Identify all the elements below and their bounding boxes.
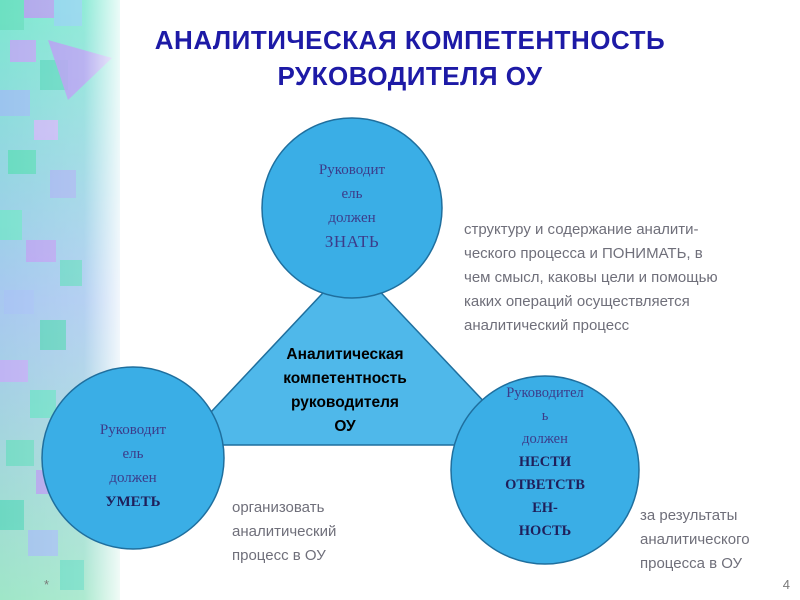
node-responsible-keyword: ОТВЕТСТВ (505, 477, 585, 493)
circle-know (261, 117, 443, 299)
note-know-line: чем смысл, каковы цели и помощью (464, 269, 718, 286)
node-can-line: должен (109, 470, 157, 486)
note-know-line: ческого процесса и ПОНИМАТЬ, в (464, 245, 703, 262)
note-can-line: организовать (232, 499, 325, 516)
node-responsible-label: Руководител ь должен НЕСТИ ОТВЕТСТВ ЕН- … (472, 382, 618, 543)
center-label-line: компетентность (283, 370, 407, 387)
node-know-keyword: ЗНАТЬ (324, 232, 380, 251)
node-responsible-line: Руководител (506, 385, 584, 401)
node-responsible-line: ь (541, 408, 549, 424)
circle-responsible (450, 375, 640, 565)
note-know-line: аналитический процесс (464, 317, 630, 334)
note-responsible: за результаты аналитического процесса в … (640, 504, 790, 576)
decorative-side-strip (0, 0, 120, 600)
note-responsible-line: процесса в ОУ (640, 555, 743, 572)
footer-marker: * (44, 577, 50, 592)
node-can-keyword: УМЕТЬ (105, 494, 161, 510)
page-number: 4 (782, 577, 790, 592)
note-responsible-line: аналитического (640, 531, 750, 548)
center-label-line: ОУ (334, 418, 356, 435)
note-can-line: аналитический (232, 523, 337, 540)
slide-title-line-1: АНАЛИТИЧЕСКАЯ КОМПЕТЕНТНОСТЬ (154, 25, 666, 55)
center-triangle (178, 260, 527, 446)
node-responsible-line: должен (522, 431, 568, 447)
center-label-line: Аналитическая (286, 346, 404, 363)
node-know-line: должен (328, 210, 376, 226)
node-know-line: ель (341, 186, 363, 202)
node-responsible-keyword: НОСТЬ (518, 523, 572, 539)
note-responsible-line: за результаты (640, 507, 738, 524)
node-know-line: Руководит (318, 162, 386, 178)
note-know-line: каких операций осуществляется (464, 293, 690, 310)
note-know: структуру и содержание аналити- ческого … (464, 218, 794, 338)
node-responsible-keyword: ЕН- (532, 500, 558, 516)
slide-title: АНАЛИТИЧЕСКАЯ КОМПЕТЕНТНОСТЬ РУКОВОДИТЕЛ… (130, 22, 690, 94)
center-label-line: руководителя (291, 394, 399, 411)
slide-title-line-2: РУКОВОДИТЕЛЯ ОУ (277, 61, 543, 91)
node-can-label: Руководит ель должен УМЕТЬ (63, 418, 203, 514)
center-label: Аналитическая компетентность руководител… (255, 343, 435, 439)
node-can-line: Руководит (99, 422, 167, 438)
circle-can (41, 366, 225, 550)
note-can: организовать аналитический процесс в ОУ (232, 496, 412, 568)
note-know-line: структуру и содержание аналити- (464, 221, 699, 238)
node-know-label: Руководит ель должен ЗНАТЬ (282, 158, 422, 254)
node-responsible-keyword: НЕСТИ (518, 454, 572, 470)
decorative-pattern (0, 0, 120, 600)
node-can-line: ель (122, 446, 144, 462)
note-can-line: процесс в ОУ (232, 547, 326, 564)
